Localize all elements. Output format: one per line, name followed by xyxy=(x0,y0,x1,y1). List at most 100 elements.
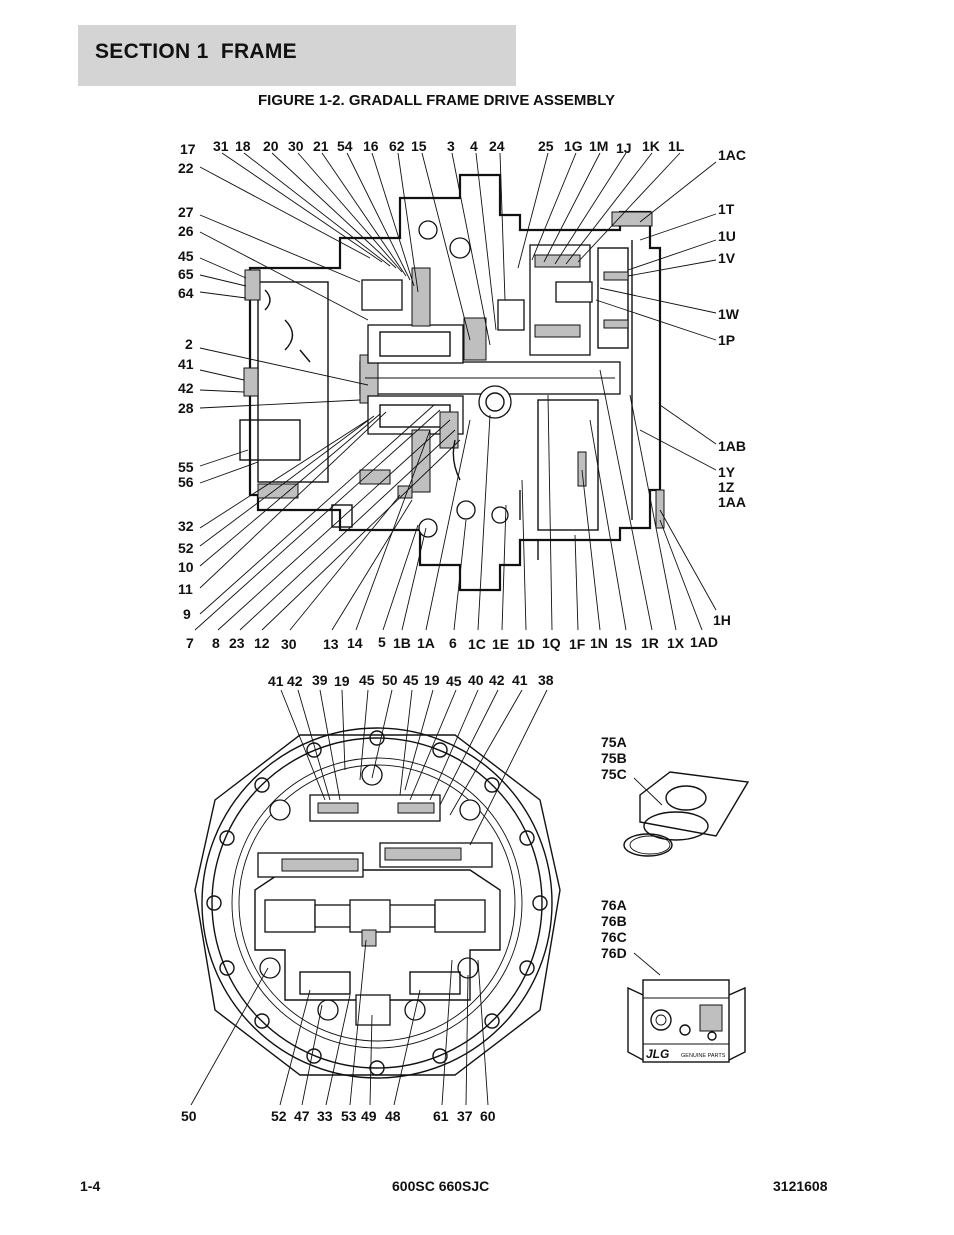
callout: 42 xyxy=(489,672,505,688)
leader-lines xyxy=(190,152,717,1106)
callout: 53 xyxy=(341,1108,357,1124)
callout: 13 xyxy=(323,636,339,652)
callout: 23 xyxy=(229,635,245,651)
callout: 1U xyxy=(718,228,736,244)
callout: 55 xyxy=(178,459,194,475)
callout: 76B xyxy=(601,913,627,929)
callout: 49 xyxy=(361,1108,377,1124)
callout: 1N xyxy=(590,635,608,651)
callout: 75A xyxy=(601,734,627,750)
callout: 1G xyxy=(564,138,583,154)
page-number: 1-4 xyxy=(80,1178,101,1194)
callout: 1Q xyxy=(542,635,561,651)
callout: 1B xyxy=(393,635,411,651)
callout: 76A xyxy=(601,897,627,913)
callout: 20 xyxy=(263,138,279,154)
callout: 32 xyxy=(178,518,194,534)
callout: 47 xyxy=(294,1108,310,1124)
callout: 2 xyxy=(185,336,193,352)
callout: 61 xyxy=(433,1108,449,1124)
callout: 62 xyxy=(389,138,405,154)
callout: 45 xyxy=(178,248,194,264)
callout: 56 xyxy=(178,474,194,490)
callout: 30 xyxy=(281,636,297,652)
callout: 1M xyxy=(589,138,608,154)
callout: 1A xyxy=(417,635,435,651)
callout: 1H xyxy=(713,612,731,628)
callout: 37 xyxy=(457,1108,473,1124)
callout: 14 xyxy=(347,635,363,651)
callout: 40 xyxy=(468,672,484,688)
bolt-holes xyxy=(206,730,548,1076)
callout: 1Z xyxy=(718,479,735,495)
seal-kit-illustration xyxy=(623,771,750,857)
callout: 41 xyxy=(268,673,284,689)
callout: 65 xyxy=(178,266,194,282)
callout: 27 xyxy=(178,204,194,220)
callout: 1W xyxy=(718,306,740,322)
kit-brand-logo: JLG xyxy=(646,1047,669,1061)
flange-end-view xyxy=(194,727,561,1079)
model-number: 600SC 660SJC xyxy=(392,1178,490,1194)
callout: 6 xyxy=(449,635,457,651)
callout: 75B xyxy=(601,750,627,766)
callout: 4 xyxy=(470,138,478,154)
cross-section-view xyxy=(239,173,665,592)
callout: 25 xyxy=(538,138,554,154)
callout: 1AC xyxy=(718,147,746,163)
callout: 15 xyxy=(411,138,427,154)
callout: 30 xyxy=(288,138,304,154)
callout: 16 xyxy=(363,138,379,154)
callout: 7 xyxy=(186,635,194,651)
callout: 45 xyxy=(403,672,419,688)
callout: 18 xyxy=(235,138,251,154)
callout: 19 xyxy=(334,673,350,689)
callout: 1E xyxy=(492,636,509,652)
callout: 41 xyxy=(178,356,194,372)
callout: 26 xyxy=(178,223,194,239)
callout: 1F xyxy=(569,636,586,652)
callout: 28 xyxy=(178,400,194,416)
callout: 33 xyxy=(317,1108,333,1124)
callout: 38 xyxy=(538,672,554,688)
callout: 12 xyxy=(254,635,270,651)
figure-title: FIGURE 1-2. GRADALL FRAME DRIVE ASSEMBLY xyxy=(258,92,615,109)
callout: 31 xyxy=(213,138,229,154)
callout: 1S xyxy=(615,635,632,651)
callout: 1R xyxy=(641,635,659,651)
callout: 52 xyxy=(178,540,194,556)
callout: 45 xyxy=(359,672,375,688)
callout: 3 xyxy=(447,138,455,154)
callout: 76D xyxy=(601,945,627,961)
callout: 1K xyxy=(642,138,660,154)
callout-labels: 17 22 31 18 20 30 21 54 16 62 15 3 4 24 … xyxy=(178,138,746,1124)
callout: 1D xyxy=(517,636,535,652)
callout: 24 xyxy=(489,138,505,154)
callout: 76C xyxy=(601,929,627,945)
callout: 41 xyxy=(512,672,528,688)
callout: 17 xyxy=(180,141,196,157)
section-header-band xyxy=(78,25,516,86)
callout: 54 xyxy=(337,138,353,154)
callout: 1AA xyxy=(718,494,746,510)
callout: 50 xyxy=(181,1108,197,1124)
callout: 10 xyxy=(178,559,194,575)
callout: 42 xyxy=(287,673,303,689)
callout: 52 xyxy=(271,1108,287,1124)
callout: 1T xyxy=(718,201,735,217)
callout: 1AD xyxy=(690,634,718,650)
callout: 64 xyxy=(178,285,194,301)
callout: 42 xyxy=(178,380,194,396)
callout: 75C xyxy=(601,766,627,782)
callout: 9 xyxy=(183,606,191,622)
callout: 21 xyxy=(313,138,329,154)
callout: 5 xyxy=(378,634,386,650)
callout: 1P xyxy=(718,332,735,348)
callout: 1J xyxy=(616,140,632,156)
callout: 1V xyxy=(718,250,736,266)
callout: 39 xyxy=(312,672,328,688)
kit-tag: GENUINE PARTS xyxy=(681,1053,726,1059)
callout: 1X xyxy=(667,635,685,651)
callout: 60 xyxy=(480,1108,496,1124)
